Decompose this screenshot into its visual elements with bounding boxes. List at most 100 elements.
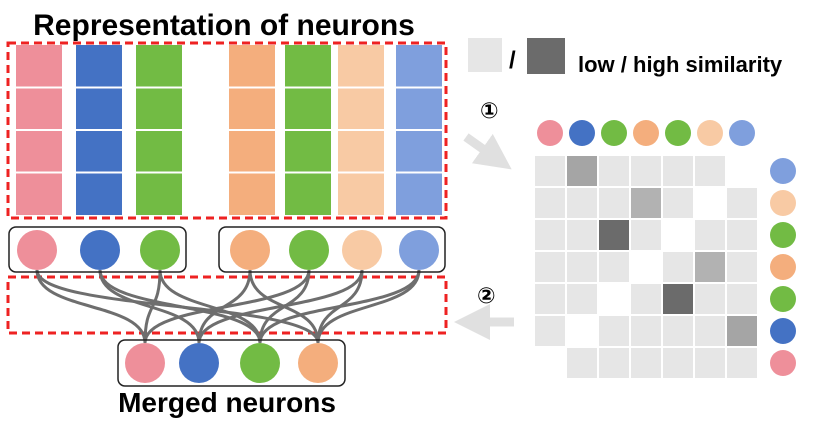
merge-connection <box>143 269 162 344</box>
matrix-cell <box>629 282 663 316</box>
matrix-cell <box>725 154 759 188</box>
merged-neurons-box <box>117 339 346 387</box>
merge-connection <box>197 269 364 344</box>
matrix-cell <box>597 218 631 252</box>
neuron-group-left-box <box>8 226 187 273</box>
matrix-cell <box>661 346 695 380</box>
matrix-cell <box>629 154 663 188</box>
matrix-cell <box>565 346 599 380</box>
neuron-circle <box>342 230 382 270</box>
matrix-cell <box>661 250 695 284</box>
matrix-cell <box>661 186 695 220</box>
neuron-circle <box>289 230 329 270</box>
matrix-cell <box>693 346 727 380</box>
matrix-side-neuron <box>770 222 796 248</box>
matrix-top-neuron <box>697 120 723 146</box>
matrix-cell <box>629 218 663 252</box>
similarity-matrix <box>533 154 759 380</box>
representation-bar <box>229 45 275 215</box>
matrix-cell <box>629 186 663 220</box>
matrix-cell <box>693 250 727 284</box>
matrix-side-neuron <box>770 190 796 216</box>
matrix-side-neuron <box>770 158 796 184</box>
representation-bars <box>16 45 442 215</box>
step-1-label: ① <box>480 98 499 123</box>
representation-dashed-box <box>6 41 448 220</box>
legend-label: low / high similarity <box>578 52 783 77</box>
matrix-cell <box>565 186 599 220</box>
merged-neuron-circle <box>240 343 280 383</box>
merge-connection <box>316 269 421 344</box>
representation-bar <box>396 45 442 215</box>
matrix-cell <box>661 218 695 252</box>
matrix-cell <box>533 154 567 188</box>
merged-neurons-label: Merged neurons <box>118 387 336 418</box>
matrix-cell <box>565 154 599 188</box>
matrix-cell <box>565 250 599 284</box>
neuron-row <box>17 230 439 270</box>
matrix-cell <box>725 250 759 284</box>
matrix-cell <box>533 218 567 252</box>
matrix-side-neuron <box>770 318 796 344</box>
matrix-cell <box>597 154 631 188</box>
merged-neuron-circle <box>298 343 338 383</box>
matrix-top-neuron <box>601 120 627 146</box>
merged-neuron-circle <box>125 343 165 383</box>
matrix-cell <box>597 186 631 220</box>
matrix-cell <box>597 250 631 284</box>
matrix-cell <box>533 314 567 348</box>
matrix-cell <box>597 346 631 380</box>
matrix-cell <box>565 314 599 348</box>
representation-bar <box>136 45 182 215</box>
matrix-cell <box>533 346 567 380</box>
step-2-label: ② <box>477 283 496 308</box>
neuron-circle <box>399 230 439 270</box>
matrix-cell <box>725 282 759 316</box>
legend-high-swatch <box>527 38 565 74</box>
neuron-circle <box>80 230 120 270</box>
neuron-circle <box>230 230 270 270</box>
merge-connection <box>258 269 421 344</box>
merged-neuron-row <box>125 343 338 383</box>
matrix-cell <box>693 154 727 188</box>
matrix-side-neuron <box>770 286 796 312</box>
legend-low-swatch <box>468 38 502 72</box>
matrix-cell <box>693 282 727 316</box>
matrix-cell <box>661 314 695 348</box>
matrix-top-neuron <box>633 120 659 146</box>
legend-slash: / <box>509 47 516 74</box>
matrix-top-neuron <box>665 120 691 146</box>
matrix-cell <box>725 346 759 380</box>
matrix-side-neuron <box>770 254 796 280</box>
matrix-cell <box>693 186 727 220</box>
representation-bar <box>16 45 62 215</box>
matrix-cell <box>661 282 695 316</box>
matrix-cell <box>597 282 631 316</box>
step-1-arrow <box>463 133 512 170</box>
matrix-cell <box>661 154 695 188</box>
matrix-cell <box>693 314 727 348</box>
merge-connection <box>158 269 262 344</box>
merge-connection <box>35 269 147 344</box>
matrix-cell <box>533 250 567 284</box>
matrix-side-neurons <box>770 158 796 376</box>
merge-connections <box>35 269 421 344</box>
matrix-top-neuron <box>537 120 563 146</box>
matrix-top-neurons <box>537 120 755 146</box>
neuron-circle <box>17 230 57 270</box>
representation-bar <box>76 45 122 215</box>
representation-bar <box>285 45 331 215</box>
matrix-cell <box>629 250 663 284</box>
matrix-top-neuron <box>569 120 595 146</box>
merge-connection <box>98 269 262 344</box>
matrix-cell <box>533 186 567 220</box>
matrix-cell <box>533 282 567 316</box>
matrix-cell <box>725 218 759 252</box>
neuron-group-right-box <box>218 226 446 273</box>
matrix-cell <box>725 314 759 348</box>
matrix-cell <box>693 218 727 252</box>
matrix-side-neuron <box>770 350 796 376</box>
representation-bar <box>338 45 384 215</box>
matrix-cell <box>565 218 599 252</box>
